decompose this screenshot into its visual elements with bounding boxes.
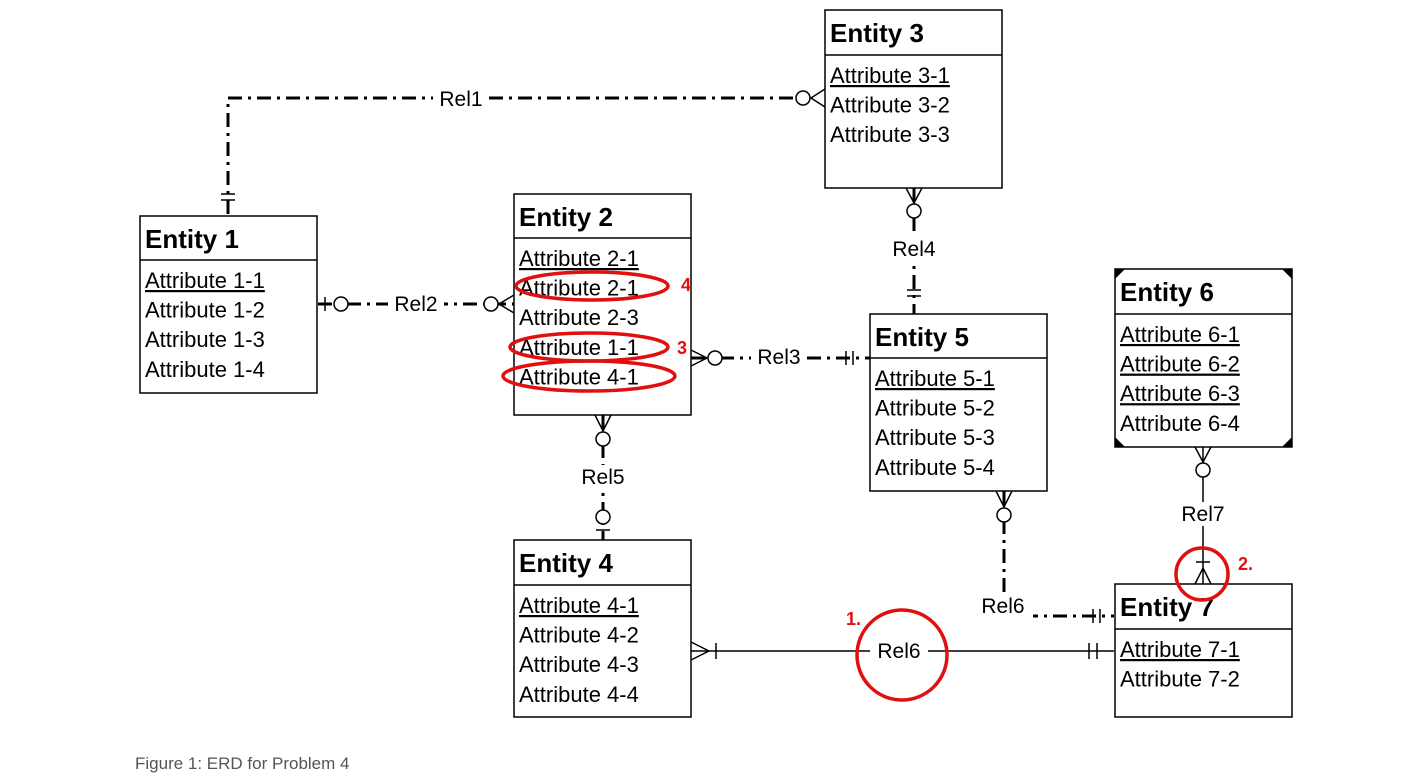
entity-attribute: Attribute 6-4 <box>1120 411 1240 436</box>
entity-attribute: Attribute 4-4 <box>519 682 639 707</box>
entity-box <box>1114 583 1293 718</box>
annotations <box>501 270 1230 702</box>
entity-attribute: Attribute 4-1 <box>519 364 639 389</box>
entity-box <box>869 313 1048 492</box>
entity-attribute: Attribute 7-1 <box>1120 637 1240 662</box>
highlight-circle-rel6 <box>855 608 949 702</box>
entity-attribute: Attribute 5-3 <box>875 425 995 450</box>
entity-title: Entity 3 <box>830 18 924 48</box>
entity-attribute: Attribute 2-1 <box>519 246 639 271</box>
relationship-lines <box>226 96 1204 652</box>
annotation-numbers: 1. 2. 3 4 <box>677 275 1253 629</box>
entity-attribute: Attribute 6-2 <box>1120 352 1240 377</box>
weak-entity-corner <box>1282 269 1292 279</box>
entity-attribute: Attribute 5-1 <box>875 366 995 391</box>
entity-attribute: Attribute 1-2 <box>145 298 265 323</box>
entity-title: Entity 1 <box>145 224 239 254</box>
rel3-label: Rel3 <box>757 346 800 369</box>
rel4-label: Rel4 <box>892 238 936 261</box>
highlight-circle-rel7 <box>1174 546 1230 602</box>
entity-attribute: Attribute 7-2 <box>1120 667 1240 692</box>
entity-attribute: Attribute 4-1 <box>519 593 639 618</box>
annotation-3: 3 <box>677 338 687 358</box>
relationship-labels: Rel1 Rel2 Rel3 Rel4 Rel5 Rel6 Rel6 Rel7 <box>388 86 1233 663</box>
rel6-label-lower: Rel6 <box>877 640 920 663</box>
entity-attribute: Attribute 1-3 <box>145 327 265 352</box>
entity-title: Entity 2 <box>519 202 613 232</box>
entity-box <box>1114 268 1293 448</box>
entity-box <box>824 9 1003 189</box>
entity-box <box>513 193 692 416</box>
entity-attribute: Attribute 5-4 <box>875 455 995 480</box>
entity-attribute: Attribute 3-3 <box>830 122 950 147</box>
entity-attribute: Attribute 1-1 <box>519 335 639 360</box>
cardinality-symbols <box>221 88 1212 661</box>
entity-attribute: Attribute 4-3 <box>519 652 639 677</box>
figure-caption: Figure 1: ERD for Problem 4 <box>135 754 350 773</box>
annotation-4: 4 <box>681 275 691 295</box>
entity-attribute: Attribute 4-2 <box>519 623 639 648</box>
entity-attribute: Attribute 6-3 <box>1120 381 1240 406</box>
entity-attribute: Attribute 1-4 <box>145 357 265 382</box>
entity-attribute: Attribute 3-1 <box>830 63 950 88</box>
entity-box <box>139 215 318 394</box>
weak-entity-corner <box>1115 269 1125 279</box>
entity-title: Entity 4 <box>519 548 613 578</box>
entity-attribute: Attribute 6-1 <box>1120 322 1240 347</box>
entity-box <box>513 539 692 718</box>
entity-attribute: Attribute 5-2 <box>875 396 995 421</box>
entity-title: Entity 7 <box>1120 592 1214 622</box>
weak-entity-corner <box>1282 437 1292 447</box>
annotation-2: 2. <box>1238 554 1253 574</box>
rel1-line <box>226 96 795 214</box>
highlight-ellipse-attr-2-1 <box>514 270 670 302</box>
entity-attribute: Attribute 2-3 <box>519 305 639 330</box>
entity-attribute: Attribute 1-1 <box>145 268 265 293</box>
rel6-label-upper: Rel6 <box>981 595 1024 618</box>
weak-entity-corner <box>1115 437 1125 447</box>
entity-title: Entity 5 <box>875 322 969 352</box>
rel1-label: Rel1 <box>439 88 482 111</box>
rel7-label: Rel7 <box>1181 503 1224 526</box>
highlight-ellipse-attr-4-1 <box>501 359 677 393</box>
annotation-1: 1. <box>846 609 861 629</box>
entity-title: Entity 6 <box>1120 277 1214 307</box>
rel5-label: Rel5 <box>581 466 624 489</box>
rel2-label: Rel2 <box>394 293 437 316</box>
entity-attribute: Attribute 3-2 <box>830 93 950 118</box>
